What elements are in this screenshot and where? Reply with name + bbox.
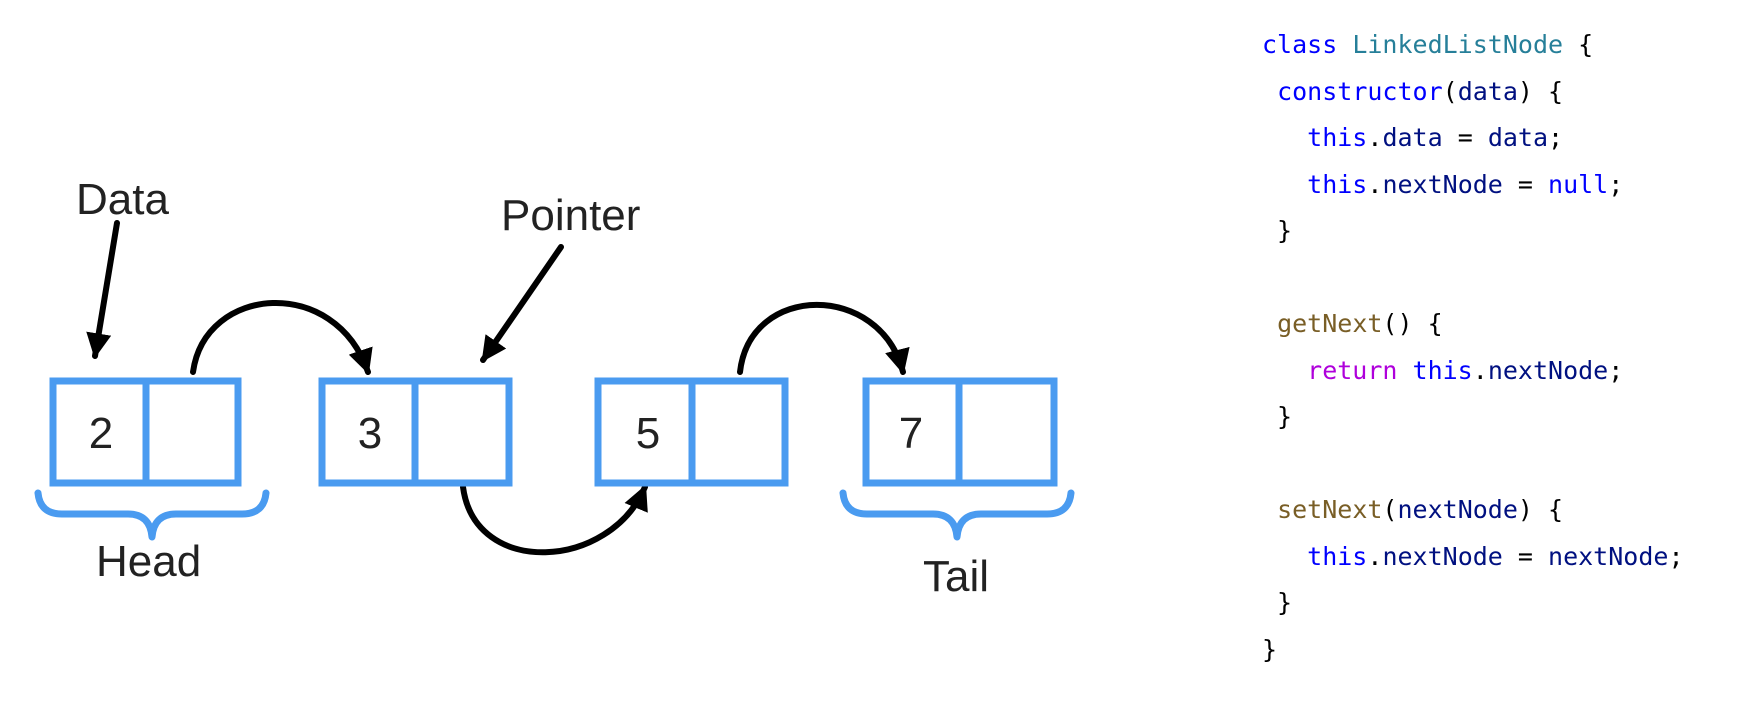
node-list xyxy=(49,377,1058,487)
node-3 xyxy=(594,377,789,487)
code-token-plain: ( xyxy=(1442,76,1458,106)
code-line: return this.nextNode; xyxy=(1262,348,1684,395)
head-brace xyxy=(34,489,270,541)
arrows xyxy=(86,220,910,556)
node-4 xyxy=(862,377,1058,487)
code-token-variable: nextNode xyxy=(1397,495,1518,524)
tail-label: Tail xyxy=(923,552,989,601)
code-line: setNext(nextNode) { xyxy=(1262,487,1684,534)
code-token-variable: data xyxy=(1457,76,1518,106)
code-block: class LinkedListNode { constructor(data)… xyxy=(1262,22,1684,673)
node-1-pointer-cell xyxy=(142,377,242,487)
code-token-plain xyxy=(1262,123,1307,152)
node-3-pointer-cell xyxy=(688,377,789,487)
node-2-data-cell xyxy=(318,377,419,487)
node-3-data-cell xyxy=(594,377,696,487)
code-token-plain xyxy=(1262,356,1307,385)
tail-brace xyxy=(839,489,1075,541)
code-token-function: getNext xyxy=(1277,309,1383,338)
head-label: Head xyxy=(96,537,201,586)
code-token-plain xyxy=(1397,356,1412,385)
code-line: getNext() { xyxy=(1262,301,1684,348)
code-token-keyword: this xyxy=(1307,123,1368,152)
code-token-plain xyxy=(1262,77,1277,106)
node-4-data-cell xyxy=(862,377,963,487)
node-1 xyxy=(49,377,242,487)
code-line: this.nextNode = nextNode; xyxy=(1262,534,1684,581)
code-line: } xyxy=(1262,627,1684,674)
code-token-plain: ; xyxy=(1608,355,1624,385)
code-token-plain xyxy=(1262,309,1277,338)
code-token-variable: data xyxy=(1487,123,1549,152)
code-token-plain: . xyxy=(1367,541,1383,571)
code-token-plain: } xyxy=(1262,634,1278,664)
code-token-control: return xyxy=(1307,355,1398,385)
code-token-keyword: this xyxy=(1307,169,1368,199)
code-token-plain xyxy=(1262,495,1277,524)
code-line: this.data = data; xyxy=(1262,115,1684,162)
code-token-plain: . xyxy=(1367,169,1383,199)
data-arrow xyxy=(86,220,120,359)
code-token-plain xyxy=(1262,542,1307,571)
code-line: constructor(data) { xyxy=(1262,69,1684,116)
code-token-plain: { xyxy=(1563,30,1594,59)
code-line xyxy=(1262,255,1684,302)
code-token-plain: ; xyxy=(1668,541,1684,571)
arrow-node3-to-node4 xyxy=(737,301,910,375)
code-token-plain: ; xyxy=(1548,123,1564,152)
code-line: } xyxy=(1262,580,1684,627)
code-token-variable: data xyxy=(1382,123,1443,152)
braces xyxy=(34,489,1075,541)
code-token-plain: ) { xyxy=(1517,495,1564,524)
code-line: } xyxy=(1262,208,1684,255)
code-token-plain: } xyxy=(1262,402,1293,431)
pointer-arrow xyxy=(480,244,564,363)
node-2-value: 3 xyxy=(358,409,382,458)
code-token-plain xyxy=(1337,30,1352,59)
code-token-keyword: this xyxy=(1307,541,1368,571)
code-line: } xyxy=(1262,394,1684,441)
code-line: class LinkedListNode { xyxy=(1262,22,1684,69)
arrow-node1-to-node2 xyxy=(190,300,373,375)
pointer-label: Pointer xyxy=(501,191,640,240)
code-token-plain: . xyxy=(1472,355,1488,385)
code-token-variable: nextNode xyxy=(1548,541,1669,571)
node-3-value: 5 xyxy=(636,409,660,458)
code-token-keyword: this xyxy=(1412,355,1473,385)
code-line xyxy=(1262,441,1684,488)
code-token-plain: () { xyxy=(1382,309,1443,338)
linked-list-diagram: 2 3 5 7 Data Pointer Head Tail xyxy=(34,175,1075,601)
code-token-plain: = xyxy=(1442,123,1488,152)
code-token-plain: } xyxy=(1262,216,1293,245)
code-token-classname: LinkedListNode xyxy=(1352,30,1564,59)
code-token-plain: } xyxy=(1262,588,1293,617)
code-token-variable: nextNode xyxy=(1382,541,1503,571)
node-1-value: 2 xyxy=(89,409,113,458)
data-label: Data xyxy=(76,175,169,224)
code-token-keyword: constructor xyxy=(1277,76,1443,106)
code-token-plain: = xyxy=(1502,169,1549,199)
code-token-plain: ( xyxy=(1382,495,1398,524)
code-token-plain: ; xyxy=(1608,169,1624,199)
code-token-keyword: class xyxy=(1262,30,1338,59)
node-2-pointer-cell xyxy=(411,377,513,487)
code-token-variable: nextNode xyxy=(1487,355,1609,385)
code-token-plain xyxy=(1262,170,1307,199)
code-line: this.nextNode = null; xyxy=(1262,162,1684,209)
code-token-variable: nextNode xyxy=(1382,169,1503,199)
code-token-plain: ) { xyxy=(1517,76,1564,106)
code-token-plain: . xyxy=(1367,123,1383,152)
code-token-keyword: null xyxy=(1548,169,1609,199)
code-token-plain: = xyxy=(1502,541,1549,571)
node-4-pointer-cell xyxy=(955,377,1058,487)
code-token-function: setNext xyxy=(1277,495,1383,524)
arrow-node2-to-node3 xyxy=(460,484,648,556)
node-2 xyxy=(318,377,513,487)
node-4-value: 7 xyxy=(899,409,923,458)
